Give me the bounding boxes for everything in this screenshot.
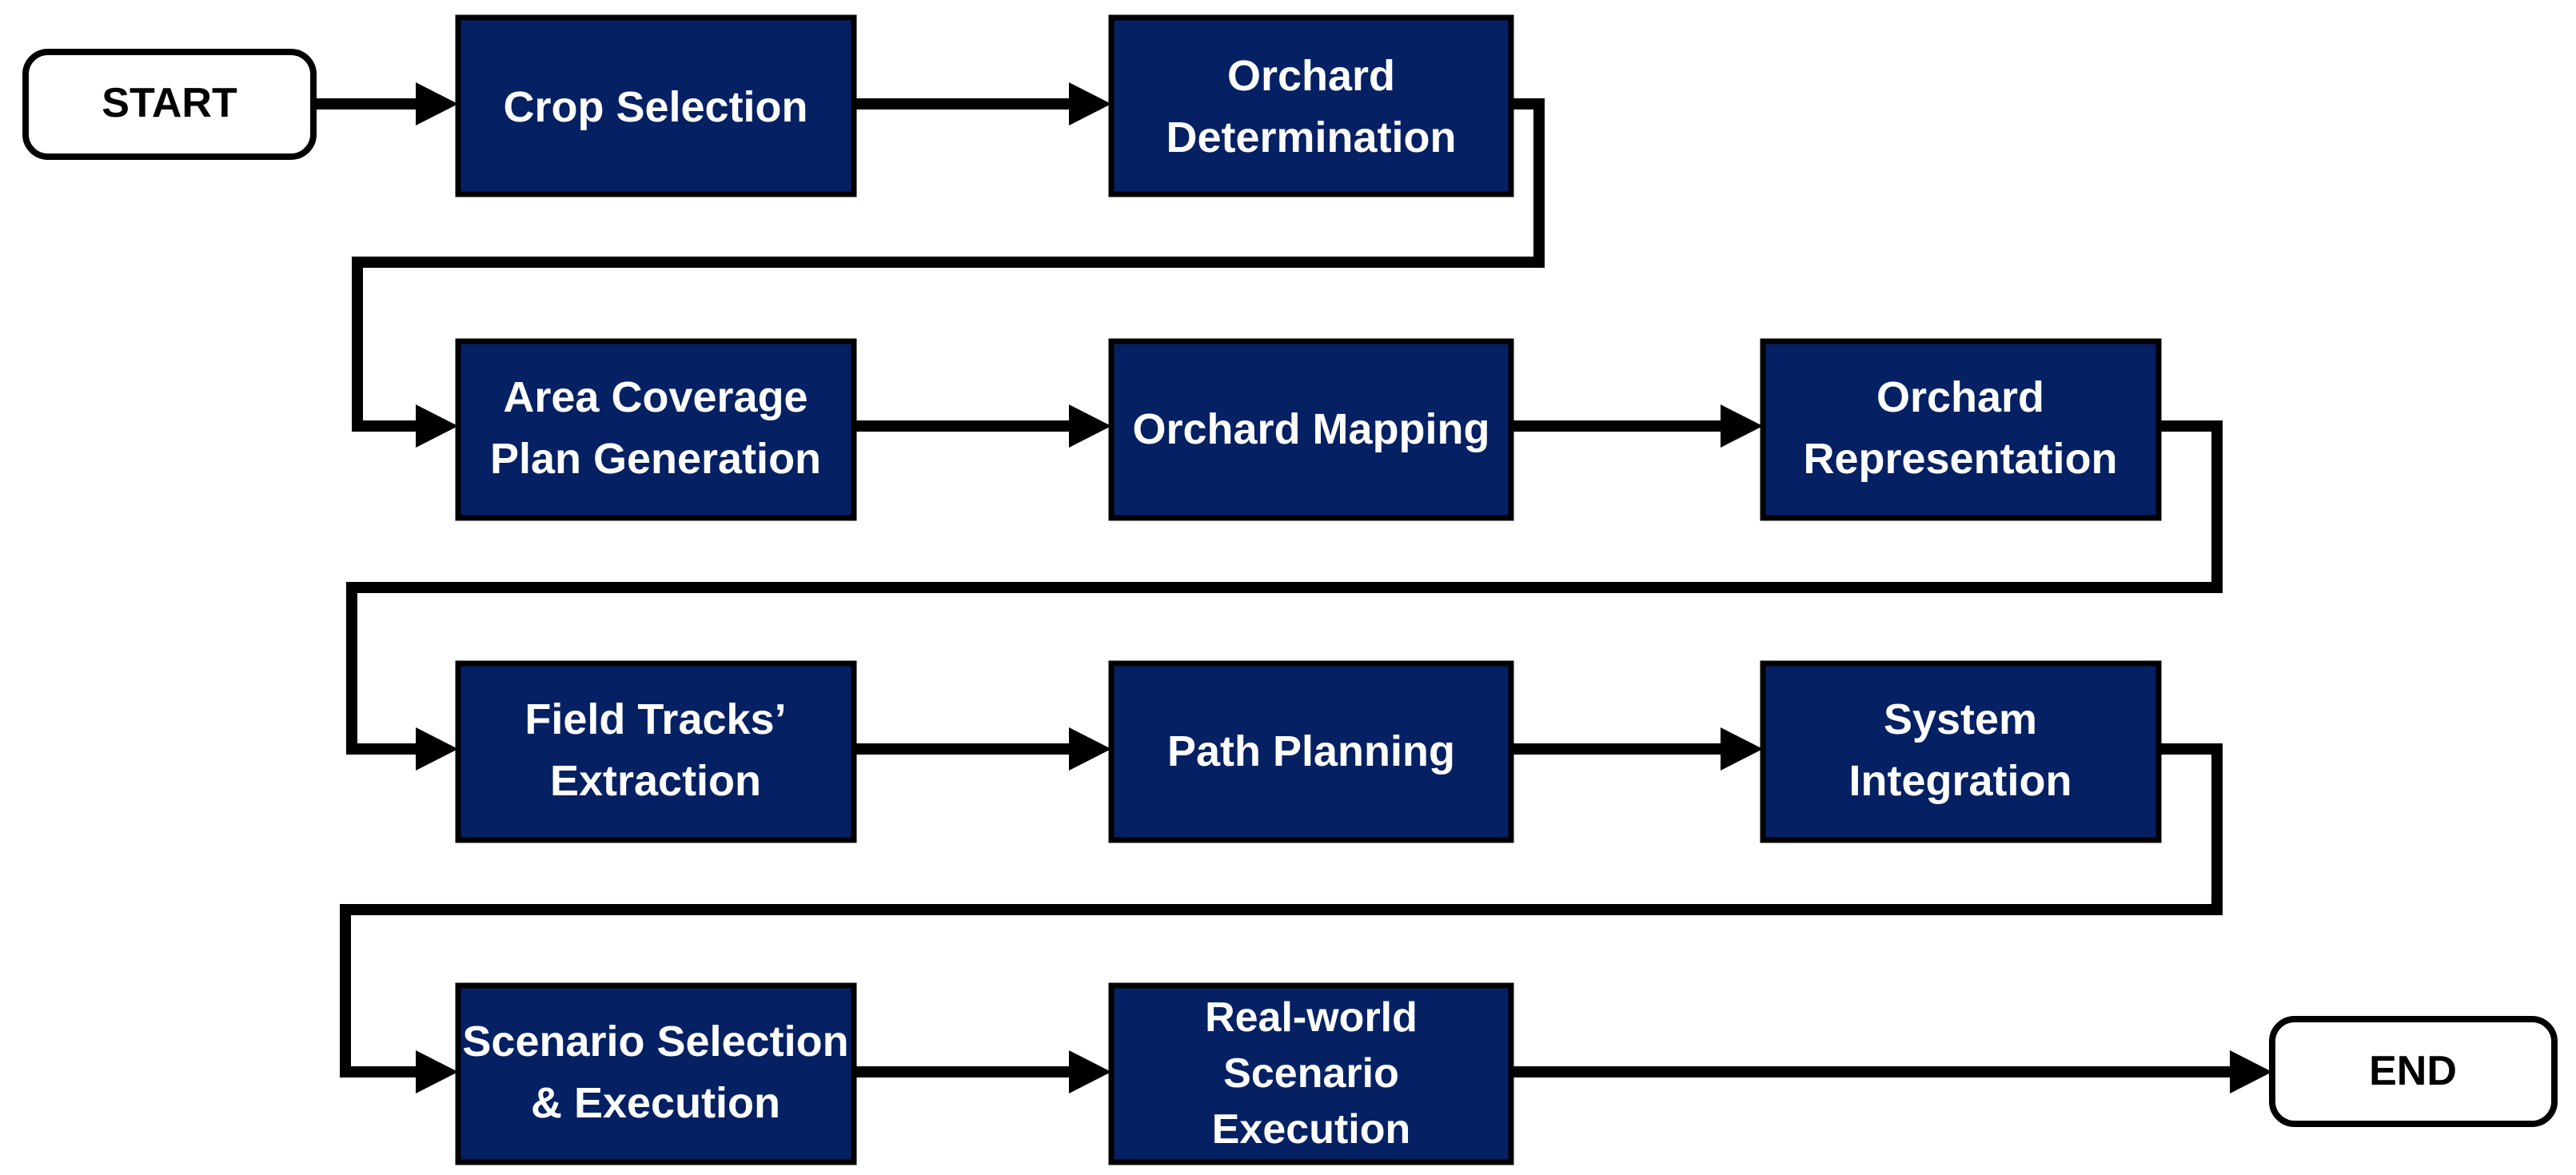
path-planning-shape[interactable] [1108, 660, 1514, 843]
connector-start-to-crop-selection [313, 82, 458, 125]
connector-crop-selection-to-orchard-determination [854, 82, 1111, 125]
end-label: END [2369, 1048, 2457, 1094]
node-scenario-selection-execution[interactable]: Scenario Selection & Execution [455, 982, 857, 1165]
field-tracks-label-line1: Field Tracks’ [524, 695, 786, 743]
scenario-selection-label-line2: & Execution [531, 1079, 780, 1127]
end-shape[interactable] [2269, 1016, 2558, 1127]
orchard-representation-label-line1: Orchard [1876, 373, 2044, 421]
scenario-selection-shape[interactable] [455, 982, 857, 1165]
realworld-execution-label-line2: Scenario [1223, 1050, 1399, 1097]
connector-area-coverage-to-orchard-mapping [854, 404, 1111, 448]
connector-field-tracks-to-path-planning [854, 727, 1111, 771]
orchard-determination-label-line2: Determination [1166, 114, 1456, 161]
area-coverage-label-line1: Area Coverage [503, 373, 807, 421]
scenario-selection-label-line1: Scenario Selection [462, 1018, 848, 1065]
area-coverage-shape[interactable] [455, 338, 857, 521]
orchard-representation-label-line2: Representation [1803, 435, 2117, 483]
crop-selection-label: Crop Selection [503, 83, 807, 131]
connector-path-planning-to-system-integration [1511, 727, 1763, 771]
path-planning-label: Path Planning [1167, 727, 1455, 775]
start-label: START [102, 80, 237, 126]
orchard-mapping-shape[interactable] [1108, 338, 1514, 521]
node-crop-selection[interactable]: Crop Selection [455, 14, 857, 197]
node-realworld-scenario-execution[interactable]: Real-world Scenario Execution [1108, 982, 1514, 1165]
node-orchard-representation[interactable]: Orchard Representation [1760, 338, 2162, 521]
start-shape[interactable] [22, 49, 317, 160]
node-orchard-mapping[interactable]: Orchard Mapping [1108, 338, 1514, 521]
orchard-mapping-label: Orchard Mapping [1132, 405, 1489, 453]
realworld-execution-label-line3: Execution [1212, 1106, 1411, 1153]
field-tracks-label-line2: Extraction [550, 757, 761, 805]
area-coverage-label-line2: Plan Generation [490, 435, 821, 483]
field-tracks-shape[interactable] [455, 660, 857, 843]
node-system-integration[interactable]: System Integration [1760, 660, 2162, 843]
orchard-determination-label-line1: Orchard [1227, 52, 1395, 100]
system-integration-label-line1: System [1884, 695, 2037, 743]
node-end[interactable]: END [2269, 1016, 2558, 1127]
realworld-execution-label-line1: Real-world [1205, 994, 1418, 1041]
system-integration-label-line2: Integration [1849, 757, 2072, 805]
connector-realworld-execution-to-end [1511, 1050, 2272, 1093]
orchard-representation-shape[interactable] [1760, 338, 2162, 521]
realworld-execution-shape[interactable] [1108, 982, 1514, 1165]
node-start[interactable]: START [22, 49, 317, 160]
system-integration-shape[interactable] [1760, 660, 2162, 843]
crop-selection-shape[interactable] [455, 14, 857, 197]
connector-orchard-representation-to-field-tracks [346, 420, 2223, 771]
node-orchard-determination[interactable]: Orchard Determination [1108, 14, 1514, 197]
connector-scenario-selection-to-realworld-execution [854, 1050, 1111, 1093]
orchard-determination-shape[interactable] [1108, 14, 1514, 197]
connector-system-integration-to-scenario-selection [340, 743, 2223, 1093]
node-area-coverage-plan-generation[interactable]: Area Coverage Plan Generation [455, 338, 857, 521]
connector-orchard-determination-to-area-coverage [352, 98, 1545, 448]
node-field-tracks-extraction[interactable]: Field Tracks’ Extraction [455, 660, 857, 843]
connector-orchard-mapping-to-orchard-representation [1511, 404, 1763, 448]
node-path-planning[interactable]: Path Planning [1108, 660, 1514, 843]
